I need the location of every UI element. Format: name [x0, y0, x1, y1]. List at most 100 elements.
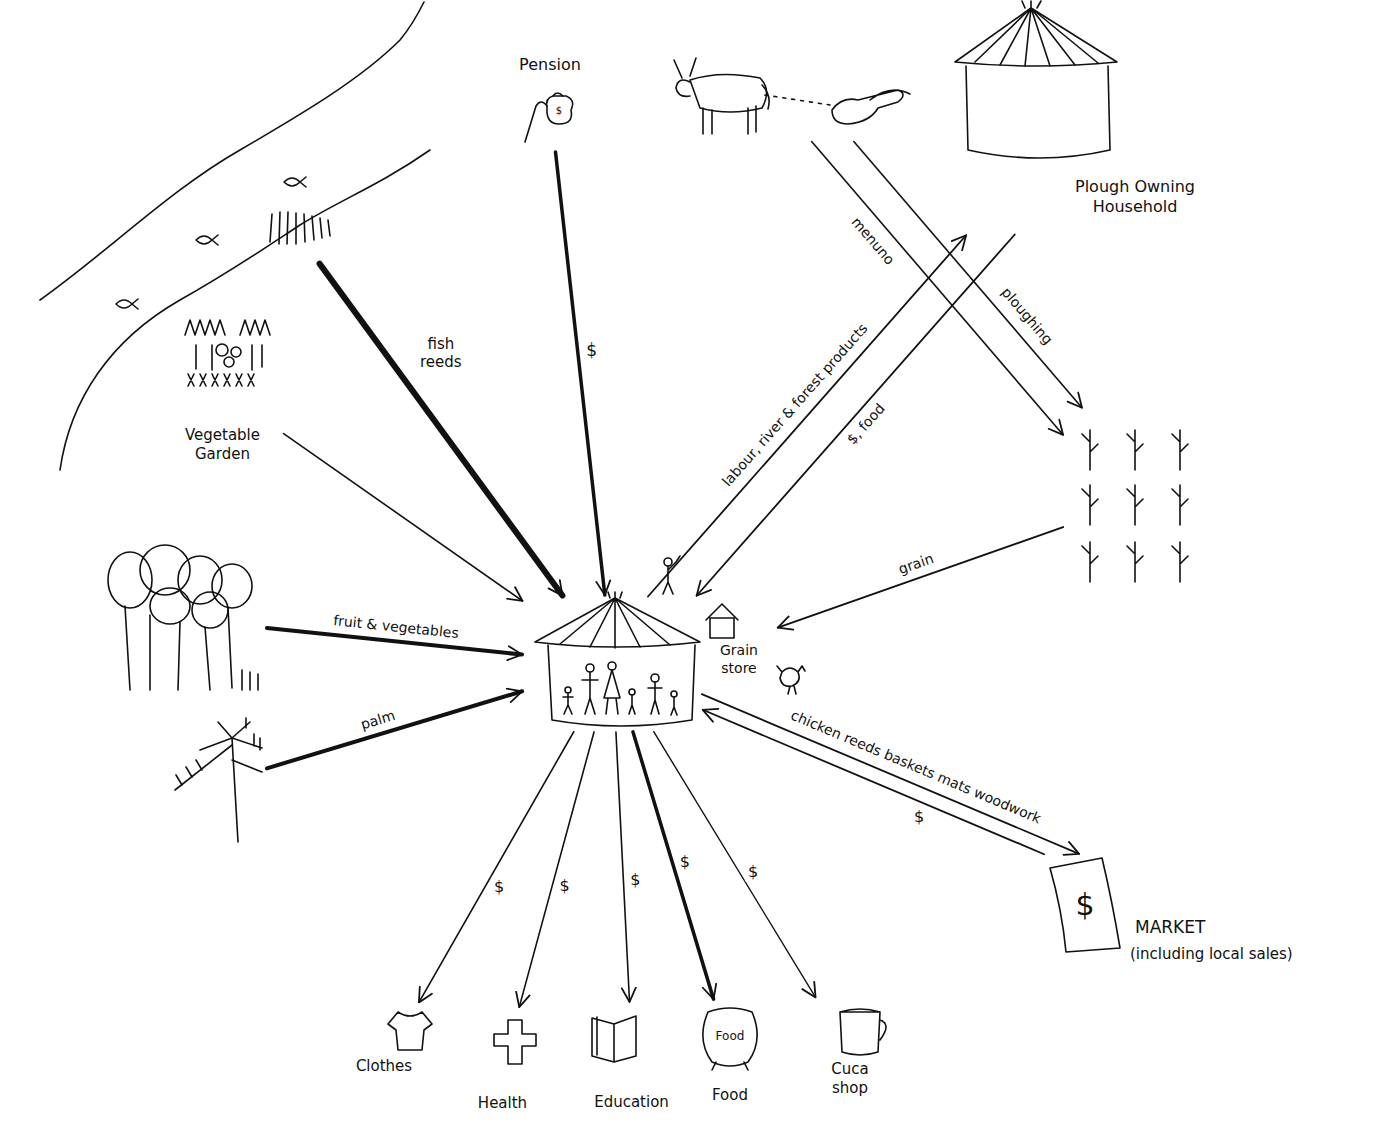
grain-store-node: Grain store [705, 600, 775, 682]
field-node [1065, 410, 1215, 590]
node-label: (including local sales) [1130, 945, 1390, 964]
node-label: Food [690, 1086, 770, 1105]
flow-arrow [648, 235, 966, 596]
garden-symbol [185, 320, 270, 335]
education-node: Education [578, 1005, 687, 1117]
chicken-symbol [777, 666, 805, 694]
node-label: MARKET [1135, 917, 1385, 938]
garden-symbol [216, 344, 228, 356]
trees-symbol [108, 552, 152, 608]
flow-arrow [633, 732, 714, 999]
hut-symbol [955, 1, 1117, 158]
flow-arrow [267, 691, 522, 768]
book-symbol [592, 1016, 636, 1062]
palm-symbol [176, 718, 260, 785]
trees-symbol [212, 564, 252, 608]
palm-symbol [175, 722, 262, 790]
cuca-shop-node: Cuca shop [805, 1000, 895, 1108]
flow-arrow [419, 732, 574, 1003]
banknote-symbol [1050, 858, 1120, 952]
node-label: Pension [500, 55, 600, 75]
pension-symbol [525, 102, 547, 142]
garden-symbol [224, 357, 234, 367]
flow-arrow [284, 434, 523, 601]
mug-symbol [840, 1009, 886, 1055]
shirt-symbol [388, 1012, 432, 1050]
household-hut [548, 645, 695, 726]
flow-label: fruit & vegetables [329, 612, 462, 642]
flow-label: $ [556, 877, 572, 896]
cross-symbol [494, 1020, 536, 1064]
household-hut [582, 672, 598, 714]
hut-symbol [975, 1, 1098, 66]
node-label: Education [578, 1093, 685, 1112]
food-node: FoodFood [690, 1002, 772, 1112]
clothes-node: Clothes [348, 1005, 440, 1087]
health-node: Health [460, 1010, 547, 1120]
node-label: Health [460, 1094, 545, 1113]
grain-store-symbol [706, 604, 738, 638]
chicken-symbol [777, 666, 805, 694]
flow-arrow [697, 235, 1015, 596]
household-hut [565, 687, 571, 693]
household-node [525, 598, 700, 730]
ox-plough-node [675, 55, 915, 140]
node-label: Vegetable Garden [165, 426, 280, 464]
fish-symbol [196, 235, 218, 245]
node-label: Clothes [348, 1057, 420, 1076]
banknote-symbol [1050, 858, 1120, 952]
maize-field [1082, 430, 1188, 582]
plough-symbol [832, 90, 910, 124]
maize-field [1082, 430, 1188, 470]
household-hut [651, 674, 659, 682]
node-label: Grain store [705, 642, 773, 677]
household-hut [535, 592, 700, 726]
flow-label: grain [893, 549, 938, 579]
node-label: Cuca shop [820, 1060, 880, 1098]
person-figure [664, 558, 672, 566]
plough-symbol [832, 90, 910, 124]
ox-symbol [690, 74, 767, 112]
flow-arrow [703, 710, 1044, 854]
river-node [260, 205, 335, 262]
ox-symbol [703, 85, 769, 134]
river [40, 2, 430, 470]
flow-label: $ [677, 852, 693, 871]
flow-arrow [654, 732, 816, 998]
ox-symbol [674, 58, 696, 78]
flow-arrow [320, 264, 563, 596]
node-label: Food [690, 1029, 770, 1044]
household-hut [608, 662, 616, 670]
shirt-symbol [388, 1012, 432, 1050]
grain-store-symbol [706, 604, 738, 638]
garden-symbol [231, 347, 241, 357]
flow-label: $, food [842, 398, 891, 450]
household-hut [604, 670, 620, 714]
flow-label: $ [745, 862, 761, 881]
trees-node [95, 540, 265, 698]
fish-symbol [116, 177, 306, 309]
household-hut [671, 697, 677, 715]
flow-label: ploughing [996, 282, 1058, 350]
flow-arrow [854, 142, 1082, 408]
river [40, 2, 424, 300]
household-hut [535, 598, 700, 647]
flow-arrow [812, 142, 1063, 435]
book-symbol [592, 1016, 636, 1062]
trees-symbol [125, 606, 258, 690]
household-hut [629, 689, 635, 695]
household-hut [648, 682, 662, 714]
pension-symbol [547, 96, 573, 124]
palm-symbol [232, 738, 238, 842]
garden-symbol [196, 345, 262, 370]
flow-label: $ [491, 877, 507, 896]
plough-household-node: Plough Owning Household [945, 5, 1240, 233]
trees-symbol [192, 592, 228, 628]
reeds-symbol [270, 212, 330, 244]
trees-symbol [150, 588, 190, 624]
hut-symbol [966, 66, 1110, 158]
household-hut [560, 592, 670, 648]
node-label: Plough Owning Household [1050, 177, 1220, 217]
flow-label: $ [911, 807, 927, 826]
